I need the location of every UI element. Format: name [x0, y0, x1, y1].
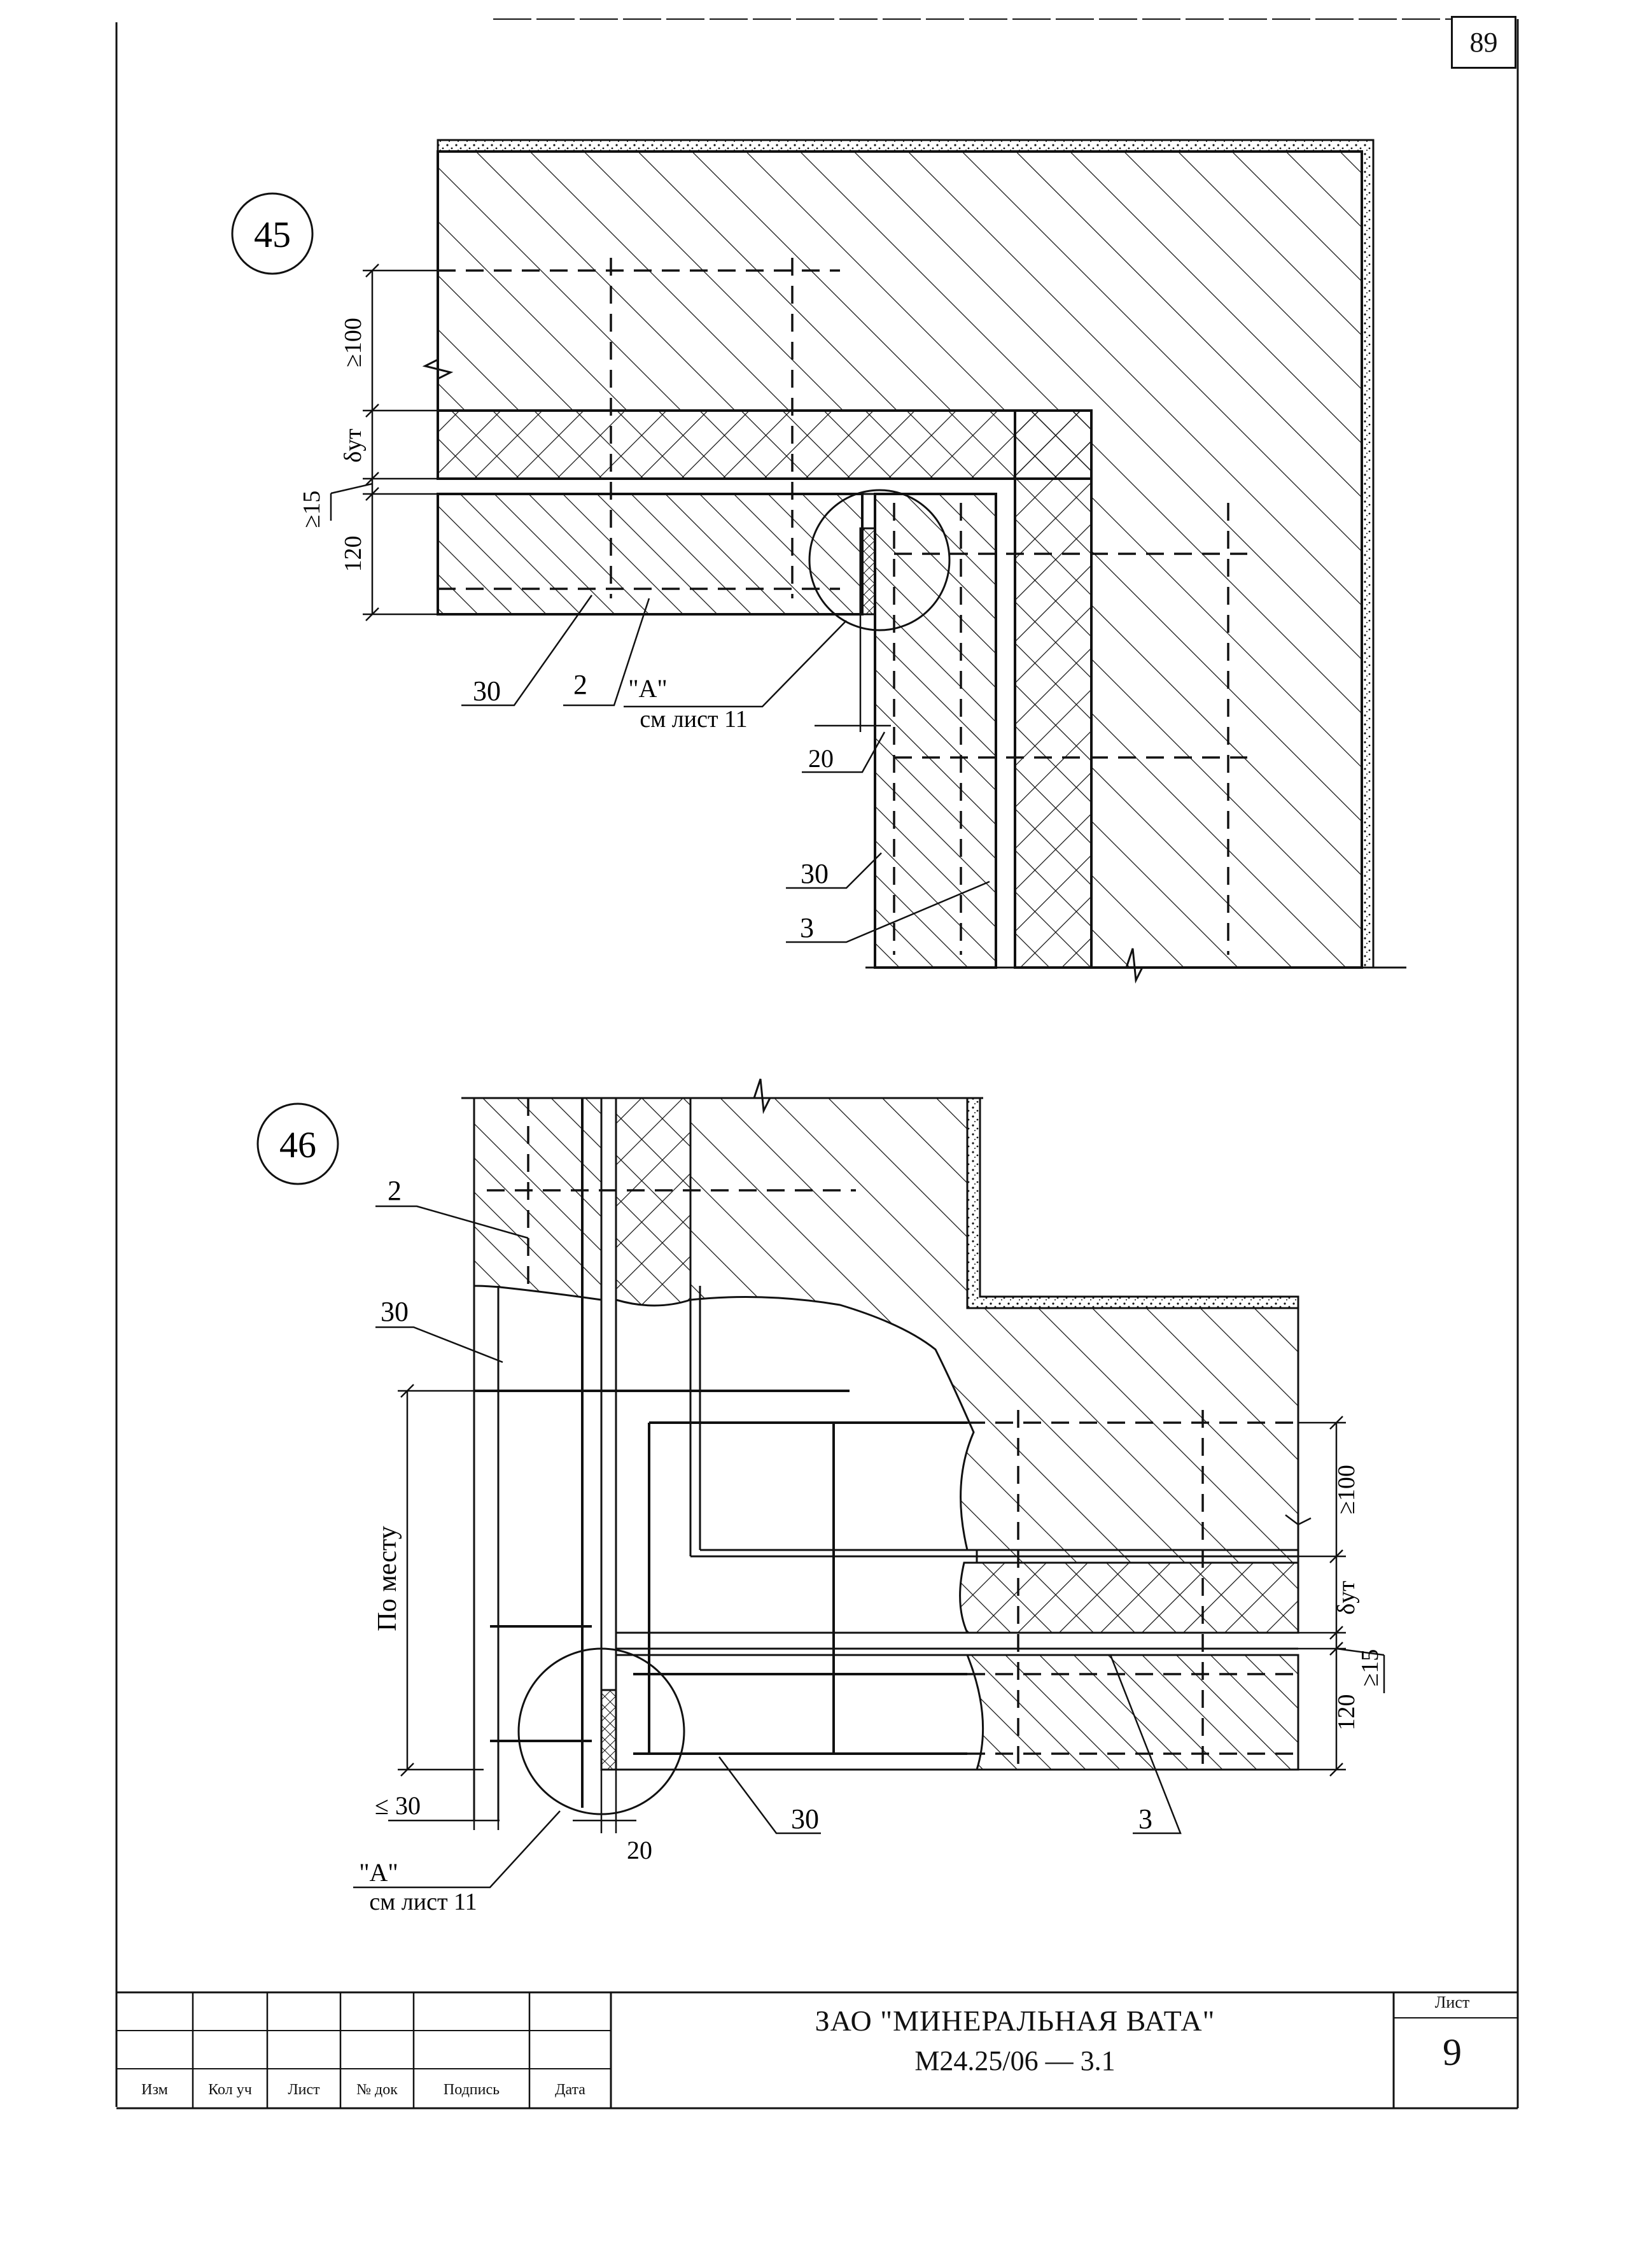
- dimensions-46: [388, 1384, 1385, 1833]
- tb-header-izm: Изм: [141, 2081, 168, 2098]
- sheet-label: Лист: [1434, 1993, 1470, 2011]
- detail-46-drawing: 46 2 30 По месту ≤ 30 20 "A" см лист 11 …: [256, 1078, 1385, 1915]
- render-layer-46: [966, 1097, 1299, 1309]
- detail-45-number: 45: [254, 214, 291, 255]
- detail-46-number: 46: [279, 1124, 316, 1166]
- tb-header-data: Дата: [555, 2081, 585, 2098]
- dim-46-120: 120: [1333, 1694, 1360, 1731]
- label-45-30a: 30: [473, 675, 501, 707]
- facing-layer-46-v: [473, 1097, 603, 1301]
- dim-45-min15: ≥15: [298, 491, 325, 528]
- detail-45-marker: [231, 192, 314, 275]
- page-number: 89: [1451, 16, 1516, 69]
- label-45-A: "A": [628, 674, 668, 703]
- label-46-see: см лист 11: [369, 1889, 477, 1915]
- dim-45-20: 20: [808, 744, 834, 773]
- insulation-45-v: [1014, 409, 1093, 969]
- label-46-3: 3: [1138, 1803, 1152, 1835]
- tb-header-podpis: Подпись: [443, 2081, 500, 2098]
- ties-46: [474, 1098, 967, 1808]
- ties-45: [438, 258, 1247, 955]
- title-block-grid: [116, 1991, 1518, 2108]
- detail-46-marker: [256, 1102, 339, 1185]
- dim-46-le30: ≤ 30: [375, 1791, 421, 1820]
- insulation-46-h: [959, 1561, 1299, 1634]
- dim-45-min100: ≥100: [340, 318, 367, 367]
- label-46-2: 2: [388, 1175, 402, 1206]
- label-45-see: см лист 11: [640, 706, 747, 733]
- leaders-45: [461, 595, 990, 943]
- facing-layer-45-h: [437, 493, 864, 616]
- sheet-frame: [115, 18, 1519, 2110]
- dim-46-insul: δут: [1333, 1581, 1360, 1615]
- label-46-A: "A": [359, 1858, 398, 1887]
- label-46-30a: 30: [381, 1296, 409, 1327]
- dim-46-20: 20: [627, 1836, 652, 1864]
- joint-filler-45: [859, 527, 876, 616]
- document-code: М24.25/06 — 3.1: [914, 2045, 1116, 2076]
- tb-header-kol-uch: Кол уч: [208, 2081, 252, 2098]
- tb-header-list: Лист: [288, 2081, 320, 2098]
- insulation-45-h: [437, 409, 1093, 480]
- label-45-2: 2: [573, 669, 587, 700]
- dim-45-120: 120: [340, 536, 367, 572]
- dim-46-min15: ≥15: [1357, 1649, 1383, 1687]
- label-45-30b: 30: [801, 858, 829, 889]
- detail-45-drawing: 45 ≥100 δут ≥15 120 30 2 "A" см лист 11 …: [231, 139, 1406, 984]
- leaders-46: [353, 1205, 1182, 1889]
- tb-header-no-dok: № док: [356, 2081, 398, 2098]
- label-45-3: 3: [800, 912, 814, 943]
- dimensions-45: [330, 264, 891, 732]
- label-46-30b: 30: [791, 1803, 819, 1835]
- dim-46-min100: ≥100: [1333, 1465, 1360, 1514]
- insulation-46-v: [615, 1097, 692, 1307]
- wall-concrete-46: [689, 1097, 1299, 1564]
- dim-45-insul: δут: [340, 428, 367, 463]
- sheet-number: 9: [1443, 2031, 1462, 2073]
- organization-name: ЗАО "МИНЕРАЛЬНАЯ ВАТА": [815, 2004, 1215, 2037]
- dim-46-po-mestu: По месту: [373, 1526, 402, 1631]
- joint-filler-46: [600, 1689, 617, 1771]
- detail-a-callout-45: [808, 489, 951, 631]
